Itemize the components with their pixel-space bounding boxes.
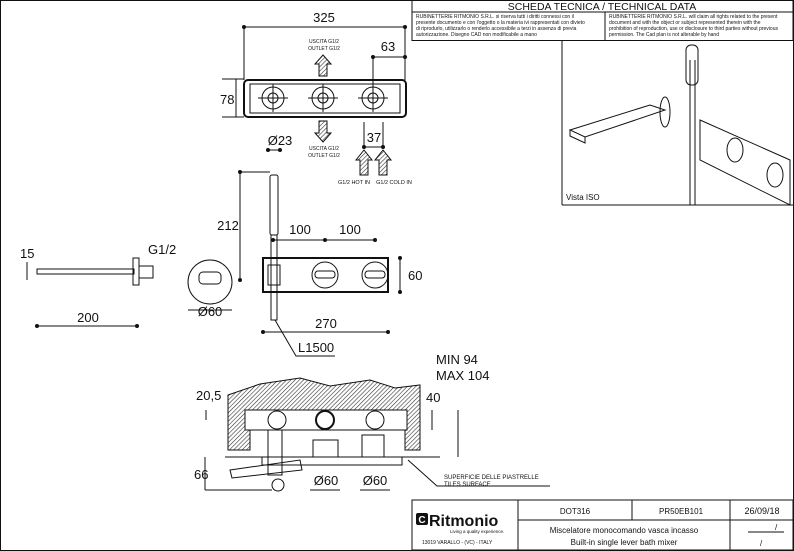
dim-plate-height: 60 bbox=[408, 268, 422, 283]
title-block: C Ritmonio Living a quality experience. … bbox=[411, 499, 794, 551]
notice-en-line: permission. The Cad plan is not alterabl… bbox=[609, 32, 719, 38]
min-depth: MIN 94 bbox=[436, 352, 478, 367]
dim-spout-thickness: 15 bbox=[20, 246, 34, 261]
outlet-down-label: OUTLET G1/2 bbox=[308, 153, 340, 159]
description-it: Miscelatore monocomando vasca incasso bbox=[550, 526, 699, 535]
svg-text:C: C bbox=[418, 515, 425, 526]
drawing-code: DOT316 bbox=[560, 507, 591, 516]
outlet-up-label: USCITA G1/2 bbox=[309, 39, 339, 45]
article-code: PR50EB101 bbox=[659, 507, 704, 516]
notice-it-line: RUBINETTERIE RITMONIO S.R.L. si riserva … bbox=[416, 14, 574, 20]
notice-it-line: presente documento e con l'oggetto o la … bbox=[416, 20, 585, 26]
drawing-date: 26/09/18 bbox=[744, 506, 779, 516]
cold-in-label: G1/2 COLD IN bbox=[376, 180, 412, 186]
notice-en-line: RUBINETTERIE RITMONIO S.R.L. will claim … bbox=[609, 14, 778, 20]
dim-height: 78 bbox=[220, 92, 234, 107]
description-en: Built-in single lever bath mixer bbox=[571, 538, 678, 547]
iso-view-label: Vista ISO bbox=[566, 193, 600, 202]
sheet: / bbox=[760, 539, 763, 548]
front-view: Ø23 212 100 100 60 270 L1500 bbox=[217, 133, 422, 357]
hose-length: L1500 bbox=[298, 340, 334, 355]
dim-spacing-2: 100 bbox=[339, 222, 361, 237]
outlet-up-label: OUTLET G1/2 bbox=[308, 46, 340, 52]
dim-depth: 40 bbox=[426, 390, 440, 405]
iso-view: Vista ISO bbox=[561, 40, 793, 206]
hot-in-label: G1/2 HOT IN bbox=[338, 180, 370, 186]
dim-rosette: Ø60 bbox=[198, 304, 223, 319]
dim-diameter: Ø23 bbox=[268, 133, 293, 148]
top-view: 325 63 78 USCITA G1/2 OUTLET G1/2 USCITA… bbox=[220, 10, 412, 186]
brand-tagline: Living a quality experience. bbox=[450, 529, 504, 534]
notice-en-line: document and with the object or subject … bbox=[609, 20, 761, 26]
ritmonio-logo: C Ritmonio Living a quality experience. … bbox=[416, 513, 504, 546]
dim-axis: 20,5 bbox=[196, 388, 221, 403]
brand-address: 13019 VARALLO - (VC) - ITALY bbox=[422, 540, 493, 546]
spout-view: 15 G1/2 200 Ø60 bbox=[20, 242, 233, 328]
notice-en-line: prohibition of reproduction, use or disc… bbox=[609, 26, 778, 32]
cold-inlet-arrow-icon bbox=[373, 149, 393, 176]
dim-plate-width: 270 bbox=[315, 316, 337, 331]
outlet-up-arrow-icon bbox=[313, 54, 333, 77]
dim-knob-2: Ø60 bbox=[363, 473, 388, 488]
dim-spout-length: 200 bbox=[77, 310, 99, 325]
notice-it-line: autorizzazione. Disegno CAD non modifica… bbox=[416, 32, 537, 38]
brand-name: Ritmonio bbox=[429, 513, 499, 530]
header-box: SCHEDA TECNICA / TECHNICAL DATA RUBINETT… bbox=[411, 0, 794, 41]
dim-shower-height: 212 bbox=[217, 218, 239, 233]
dim-offset: 63 bbox=[381, 39, 395, 54]
outlet-down-arrow-icon bbox=[313, 120, 333, 143]
dim-projection: 66 bbox=[194, 467, 208, 482]
dim-knob-1: Ø60 bbox=[314, 473, 339, 488]
dim-width: 325 bbox=[313, 10, 335, 25]
notice-it-line: di riprodurlo, utilizzarlo o renderlo ac… bbox=[416, 26, 577, 32]
dim-inlets: 37 bbox=[367, 130, 381, 145]
section-view: 20,5 40 MIN 94 MAX 104 66 Ø60 Ø60 SUPERF… bbox=[194, 352, 550, 492]
revision: / bbox=[775, 523, 778, 532]
tiles-label-en: TILES SURFACE bbox=[444, 482, 491, 488]
max-depth: MAX 104 bbox=[436, 368, 489, 383]
tiles-label-it: SUPERFICIE DELLE PIASTRELLE bbox=[444, 475, 539, 481]
hot-inlet-arrow-icon bbox=[354, 149, 374, 176]
outlet-down-label: USCITA G1/2 bbox=[309, 146, 339, 152]
dim-thread: G1/2 bbox=[148, 242, 176, 257]
dim-spacing-1: 100 bbox=[289, 222, 311, 237]
header-title: SCHEDA TECNICA / TECHNICAL DATA bbox=[508, 1, 696, 13]
